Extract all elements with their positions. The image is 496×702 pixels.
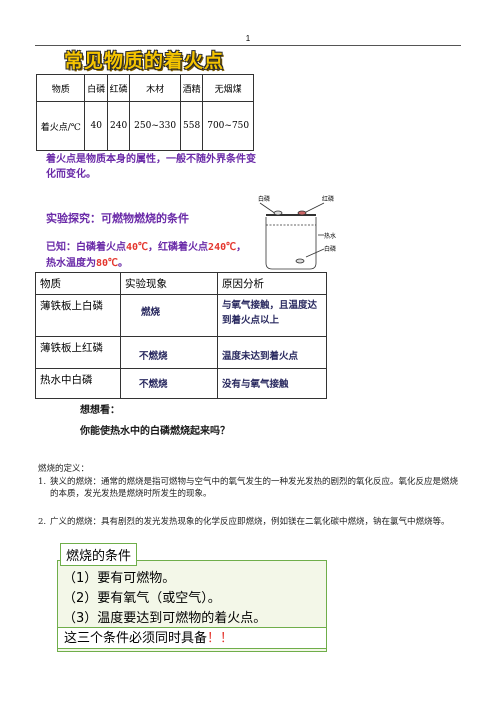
known-conditions: 已知：白磷着火点40℃，红磷着火点240℃，热水温度为80℃。: [46, 240, 256, 272]
list-text: 狭义的燃烧：通常的燃烧是指可燃物与空气中的氧气发生的一种发光发热的剧烈的氧化反应…: [50, 477, 459, 499]
table-cell: 558: [179, 101, 204, 151]
definition-heading: 燃烧的定义：: [38, 464, 90, 474]
page-title: 常见物质的着火点: [64, 50, 225, 72]
table-cell: 250~330: [129, 101, 181, 151]
table-header-cell: 白磷: [84, 74, 108, 102]
hot-water-temp: 80℃: [96, 258, 119, 269]
page-number: 1: [245, 34, 251, 43]
think-label: 想想看：: [80, 405, 120, 416]
table-cell: 与氧气接触，且温度达到着火点以上: [217, 294, 327, 337]
table-cell: 不燃烧: [120, 368, 218, 399]
conditions-footer: 这三个条件必须同时具备！！: [57, 627, 327, 649]
table-header-cell: 木材: [129, 74, 181, 102]
list-text: 广义的燃烧：具有剧烈的发光发热现象的化学反应即燃烧，例如镁在二氧化碳中燃烧，钠在…: [50, 517, 450, 527]
table-cell: 温度未达到着火点: [217, 336, 327, 369]
combustion-conditions-title: 燃烧的条件: [60, 543, 138, 566]
list-number: 2.: [38, 517, 47, 527]
diagram-label-red-phosphorus: 红磷: [322, 195, 334, 203]
experiment-apparatus-diagram: 白磷 红磷 热水 白磷: [258, 195, 336, 270]
table-cell: 700~750: [202, 101, 254, 151]
list-item: 1. 狭义的燃烧：通常的燃烧是指可燃物与空气中的氧气发生的一种发光发热的剧烈的氧…: [38, 476, 462, 502]
table-header-cell: 物质: [35, 74, 86, 102]
diagram-label-white-phosphorus: 白磷: [258, 195, 270, 203]
known-text: 已知：白磷着火点: [46, 242, 126, 253]
condition-item: （3）温度要达到可燃物的着火点。: [63, 611, 267, 626]
table-cell: 燃烧: [120, 294, 218, 337]
table-cell: 薄铁板上红磷: [35, 336, 121, 369]
table-cell: 没有与氧气接触: [217, 368, 327, 399]
table-cell: 薄铁板上白磷: [35, 294, 121, 337]
experiment-title: 实验探究：可燃物燃烧的条件: [46, 212, 189, 225]
conditions-footer-text: 这三个条件必须同时具备: [64, 631, 208, 646]
diagram-label-white-phosphorus-2: 白磷: [324, 245, 336, 253]
table-header-cell: 物质: [35, 272, 121, 295]
table-header-cell: 实验现象: [120, 272, 218, 295]
table-header-cell: 原因分析: [217, 272, 327, 295]
ignition-point-note: 着火点是物质本身的属性，一般不随外界条件变化而变化。: [46, 154, 256, 180]
table-cell: 热水中白磷: [35, 368, 121, 399]
known-text: ，红磷着火点: [148, 242, 209, 253]
known-text: 。: [118, 258, 129, 269]
known-text: ，热水温度为: [46, 242, 247, 269]
table-cell: 240: [106, 101, 131, 151]
ignition-point-table: 物质 白磷 红磷 木材 酒精 无烟煤 着火点/℃ 40 240 250~330 …: [35, 74, 254, 151]
table-row: 薄铁板上红磷 不燃烧 温度未达到着火点: [35, 336, 327, 369]
table-row: 薄铁板上白磷 燃烧 与氧气接触，且温度达到着火点以上: [35, 294, 327, 337]
think-question: 你能使热水中的白磷燃烧起来吗？: [80, 426, 230, 437]
table-cell: 着火点/℃: [35, 101, 86, 151]
header-rule: [35, 45, 461, 46]
condition-item: （1）要有可燃物。: [63, 571, 176, 586]
table-cell: 40: [84, 101, 108, 151]
table-header-cell: 红磷: [106, 74, 131, 102]
table-header-cell: 酒精: [179, 74, 204, 102]
diagram-label-hot-water: 热水: [324, 232, 336, 240]
list-number: 1.: [38, 477, 47, 487]
conditions-footer-mark: ！！: [207, 631, 234, 646]
table-row: 热水中白磷 不燃烧 没有与氧气接触: [35, 368, 327, 399]
table-header-cell: 无烟煤: [202, 74, 254, 102]
experiment-table: 物质 实验现象 原因分析 薄铁板上白磷 燃烧 与氧气接触，且温度达到着火点以上 …: [35, 272, 327, 399]
red-phosphorus-temp: 240℃: [208, 242, 237, 253]
table-cell: 不燃烧: [120, 336, 218, 369]
list-item: 2. 广义的燃烧：具有剧烈的发光发热现象的化学反应即燃烧，例如镁在二氧化碳中燃烧…: [38, 516, 462, 542]
condition-item: （2）要有氧气（或空气）。: [63, 591, 221, 606]
think-prompt: 想想看： 你能使热水中的白磷燃烧起来吗？: [80, 402, 260, 440]
white-phosphorus-temp: 40℃: [126, 242, 149, 253]
